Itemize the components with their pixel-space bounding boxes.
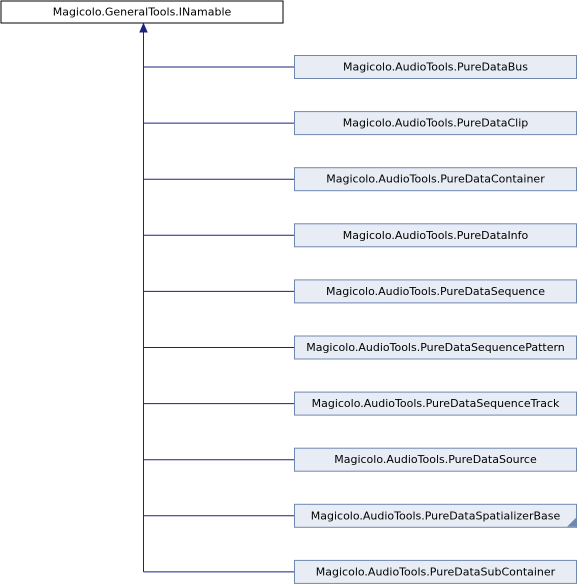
derived-class-label: Magicolo.AudioTools.PureDataContainer bbox=[326, 173, 545, 186]
derived-class-box bbox=[294, 503, 577, 528]
derived-class-box bbox=[294, 167, 577, 192]
derived-class-box bbox=[294, 391, 577, 416]
base-class-label: Magicolo.GeneralTools.INamable bbox=[53, 6, 232, 19]
derived-class-node[interactable]: Magicolo.AudioTools.PureDataSource bbox=[294, 447, 577, 472]
derived-class-node[interactable]: Magicolo.AudioTools.PureDataSubContainer bbox=[294, 559, 577, 584]
derived-class-node[interactable]: Magicolo.AudioTools.PureDataSpatializerB… bbox=[294, 503, 577, 528]
derived-class-node[interactable]: Magicolo.AudioTools.PureDataContainer bbox=[294, 167, 577, 192]
base-class-node[interactable]: Magicolo.GeneralTools.INamable bbox=[0, 0, 284, 24]
derived-class-label: Magicolo.AudioTools.PureDataBus bbox=[343, 61, 528, 74]
derived-class-box bbox=[294, 447, 577, 472]
derived-class-box bbox=[294, 559, 577, 584]
derived-class-label: Magicolo.AudioTools.PureDataInfo bbox=[343, 229, 529, 242]
derived-class-node[interactable]: Magicolo.AudioTools.PureDataClip bbox=[294, 111, 577, 136]
derived-class-box bbox=[294, 223, 577, 248]
derived-class-label: Magicolo.AudioTools.PureDataSequencePatt… bbox=[306, 341, 565, 354]
derived-class-box bbox=[294, 55, 577, 79]
derived-class-label: Magicolo.AudioTools.PureDataSubContainer bbox=[316, 565, 556, 578]
derived-class-node[interactable]: Magicolo.AudioTools.PureDataInfo bbox=[294, 223, 577, 248]
base-class-box bbox=[0, 0, 284, 24]
derived-class-node[interactable]: Magicolo.AudioTools.PureDataBus bbox=[294, 55, 577, 79]
connectors bbox=[139, 22, 294, 573]
derived-class-node[interactable]: Magicolo.AudioTools.PureDataSequencePatt… bbox=[294, 335, 577, 360]
derived-class-box bbox=[294, 335, 577, 360]
derived-class-box bbox=[294, 111, 577, 136]
derived-class-label: Magicolo.AudioTools.PureDataSequence bbox=[326, 285, 545, 298]
derived-class-box bbox=[294, 279, 577, 304]
inheritance-arrowhead bbox=[139, 22, 148, 33]
derived-class-label: Magicolo.AudioTools.PureDataClip bbox=[343, 117, 529, 130]
derived-class-node[interactable]: Magicolo.AudioTools.PureDataSequence bbox=[294, 279, 577, 304]
derived-class-label: Magicolo.AudioTools.PureDataSource bbox=[334, 453, 537, 466]
truncated-marker-icon bbox=[567, 517, 576, 527]
derived-class-label: Magicolo.AudioTools.PureDataSpatializerB… bbox=[311, 509, 561, 522]
derived-class-node[interactable]: Magicolo.AudioTools.PureDataSequenceTrac… bbox=[294, 391, 577, 416]
derived-class-label: Magicolo.AudioTools.PureDataSequenceTrac… bbox=[312, 397, 560, 410]
derived-class-nodes: Magicolo.AudioTools.PureDataBusMagicolo.… bbox=[294, 55, 577, 584]
